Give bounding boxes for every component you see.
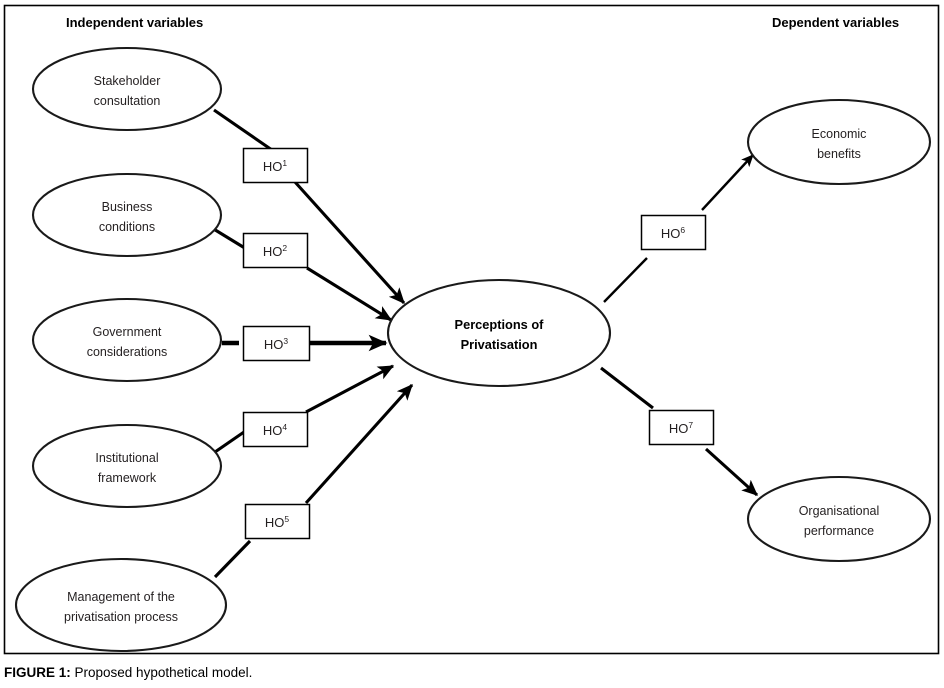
hypothesis-label-h6: HO6	[661, 225, 686, 241]
link-h1-to-perceptions	[293, 180, 406, 305]
figure-caption-body: Proposed hypothetical model.	[70, 664, 253, 680]
node-label-line1: Stakeholder	[94, 74, 161, 88]
hypothesis-label-h5: HO5	[265, 514, 290, 530]
link-institutional-to-h4	[214, 430, 245, 454]
heading-dependent-variables: Dependent variables	[772, 15, 899, 30]
node-stakeholder-consultation[interactable]: Stakeholder consultation	[31, 46, 223, 132]
link-h6-to-economic-benefits	[701, 154, 754, 211]
link-h2-to-perceptions	[306, 266, 393, 322]
node-institutional-framework[interactable]: Institutional framework	[31, 423, 223, 509]
hypothesis-box-h6[interactable]: HO6	[640, 214, 707, 251]
node-label-line1: Organisational	[799, 504, 880, 518]
hypothesis-box-h4[interactable]: HO4	[242, 411, 309, 448]
hypothesis-box-h7[interactable]: HO7	[648, 409, 715, 446]
figure-caption-text: FIGURE 1: Proposed hypothetical model.	[4, 665, 252, 680]
node-label-line2: consultation	[94, 94, 161, 108]
hypothesis-label-h2: HO2	[263, 243, 288, 259]
node-label-line1: Management of the	[67, 590, 175, 604]
link-management-to-h5	[213, 539, 252, 579]
hypothesis-label-h1: HO1	[263, 158, 288, 174]
hypothesis-box-h1[interactable]: HO1	[242, 147, 309, 184]
node-label-line2: Privatisation	[461, 337, 538, 352]
node-label-line2: benefits	[817, 147, 861, 161]
hypothesis-box-h2[interactable]: HO2	[242, 232, 309, 269]
node-label-line1: Institutional	[95, 451, 158, 465]
heading-independent-variables: Independent variables	[66, 15, 203, 30]
node-management-of-privatisation-process[interactable]: Management of the privatisation process	[14, 557, 228, 653]
link-perceptions-to-h6	[603, 257, 648, 303]
node-label-line2: privatisation process	[64, 610, 178, 624]
hypothesis-label-h4: HO4	[263, 422, 288, 438]
node-label-line2: conditions	[99, 220, 155, 234]
node-label-line1: Business	[102, 200, 153, 214]
figure-caption-prefix: FIGURE 1:	[4, 664, 71, 680]
node-label-line2: performance	[804, 524, 874, 538]
link-business-to-h2	[211, 226, 249, 252]
link-h5-to-perceptions	[304, 383, 414, 505]
node-economic-benefits[interactable]: Economic benefits	[746, 98, 932, 186]
node-label-line1: Economic	[812, 127, 867, 141]
node-label-line1: Perceptions of	[455, 317, 545, 332]
hypothesis-label-h3: HO3	[264, 336, 289, 352]
node-label-line2: considerations	[87, 345, 168, 359]
link-h7-to-organisational-performance	[704, 447, 759, 497]
hypothesis-label-h7: HO7	[669, 420, 694, 436]
link-h4-to-perceptions	[305, 364, 395, 414]
node-label-line1: Government	[93, 325, 162, 339]
node-organisational-performance[interactable]: Organisational performance	[746, 475, 932, 563]
node-business-conditions[interactable]: Business conditions	[31, 172, 223, 258]
node-label-line2: framework	[98, 471, 157, 485]
figure-caption: FIGURE 1: Proposed hypothetical model.	[4, 660, 940, 684]
node-perceptions-of-privatisation[interactable]: Perceptions of Privatisation	[386, 278, 612, 388]
link-stakeholder-to-h1	[213, 108, 273, 152]
hypothesis-box-h5[interactable]: HO5	[244, 503, 311, 540]
hypothesis-box-h3[interactable]: HO3	[242, 325, 311, 362]
node-government-considerations[interactable]: Government considerations	[31, 297, 223, 383]
link-perceptions-to-h7	[600, 366, 654, 410]
